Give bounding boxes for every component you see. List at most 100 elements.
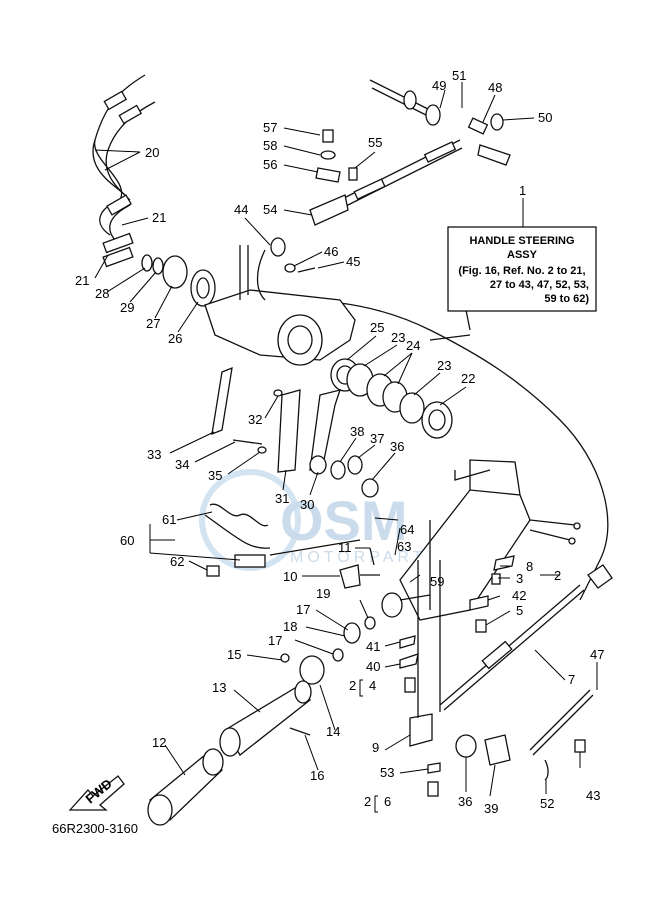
part-12-grip (147, 748, 224, 826)
shift-rod-assembly (339, 79, 511, 209)
part-57-bolt (322, 129, 334, 143)
label-47: 47 (590, 647, 604, 662)
part-labels: 1 20 21 21 28 29 27 26 57 58 56 55 54 44… (52, 68, 604, 836)
label-60: 60 (120, 533, 134, 548)
label-42: 42 (512, 588, 526, 603)
label-3: 3 (516, 571, 523, 586)
svg-text:OSM: OSM (280, 489, 408, 552)
part-56-clamp (315, 167, 341, 183)
part-40 (399, 653, 419, 669)
part-39 (484, 734, 511, 766)
label-57: 57 (263, 120, 277, 135)
label-4: 4 (369, 678, 376, 693)
part-38 (330, 460, 346, 480)
label-44: 44 (234, 202, 248, 217)
label-2a: 2 (554, 568, 561, 583)
part-19 (364, 616, 376, 630)
label-17b: 17 (268, 633, 282, 648)
part-60-switch (234, 554, 266, 568)
label-53: 53 (380, 765, 394, 780)
label-45: 45 (346, 254, 360, 269)
label-31: 31 (275, 491, 289, 506)
label-8: 8 (526, 559, 533, 574)
label-30: 30 (300, 497, 314, 512)
part-11-pin (369, 547, 375, 566)
part-5-bolt (475, 619, 487, 633)
part-33-arm (211, 366, 233, 436)
part-4-bolt (404, 677, 416, 693)
part-36-lower (455, 734, 477, 758)
assy-box: HANDLE STEERING ASSY (Fig. 16, Ref. No. … (447, 198, 597, 312)
part-14-sleeve (299, 655, 325, 685)
label-51: 51 (452, 68, 466, 83)
label-37: 37 (370, 431, 384, 446)
part-17 (332, 648, 344, 662)
label-19: 19 (316, 586, 330, 601)
label-5: 5 (516, 603, 523, 618)
part-7-cable (439, 584, 585, 711)
bracket-upper (204, 245, 356, 366)
label-55: 55 (368, 135, 382, 150)
label-9: 9 (372, 740, 379, 755)
part-44-cap (270, 237, 286, 257)
label-38: 38 (350, 424, 364, 439)
label-bracket-2b: 2 (364, 794, 371, 809)
label-64: 64 (400, 522, 414, 537)
part-13-throttle-grip (219, 680, 312, 757)
part-32-screw (273, 389, 283, 397)
bracket-mark-a (359, 679, 363, 697)
label-61: 61 (162, 512, 176, 527)
label-59: 59 (430, 574, 444, 589)
label-24: 24 (406, 338, 420, 353)
label-54: 54 (263, 202, 277, 217)
label-25: 25 (370, 320, 384, 335)
label-32: 32 (248, 412, 262, 427)
leader-lines (94, 82, 598, 797)
label-43: 43 (586, 788, 600, 803)
label-48: 48 (488, 80, 502, 95)
part-9-bracket (409, 713, 433, 747)
part-3-bolt (491, 573, 501, 585)
part-34-bolt (232, 439, 263, 445)
label-50: 50 (538, 110, 552, 125)
box-note-2: 27 to 43, 47, 52, 53, (490, 279, 589, 291)
label-23b: 23 (437, 358, 451, 373)
label-20: 20 (145, 145, 159, 160)
label-14: 14 (326, 724, 340, 739)
part-35-washer (257, 446, 267, 454)
label-49: 49 (432, 78, 446, 93)
part-29 (152, 257, 164, 275)
label-23a: 23 (391, 330, 405, 345)
label-33: 33 (147, 447, 161, 462)
watermark-text: MOTORPARTS (290, 549, 441, 566)
throttle-cable-assembly (92, 74, 156, 268)
label-46: 46 (324, 244, 338, 259)
label-62: 62 (170, 554, 184, 569)
label-35: 35 (208, 468, 222, 483)
box-note-3: 59 to 62) (544, 293, 589, 305)
label-6: 6 (384, 794, 391, 809)
part-26-seal (190, 269, 216, 307)
label-1: 1 (519, 183, 526, 198)
part-6-bolt (427, 781, 439, 797)
part-42 (469, 595, 489, 611)
part-52-clip (544, 759, 549, 781)
label-36b: 36 (458, 794, 472, 809)
part-62-cap (206, 565, 220, 577)
diagram-code: 66R2300-3160 (52, 821, 138, 836)
label-29: 29 (120, 300, 134, 315)
part-47-cable (529, 689, 594, 756)
part-27-grommet (162, 255, 188, 289)
box-title-2: ASSY (507, 249, 538, 261)
part-58-washer (320, 150, 336, 160)
label-39: 39 (484, 801, 498, 816)
label-27: 27 (146, 316, 160, 331)
label-18: 18 (283, 619, 297, 634)
part-28 (141, 254, 153, 272)
part-23-washer-b (399, 392, 425, 424)
label-40: 40 (366, 659, 380, 674)
part-53 (427, 762, 441, 774)
part-61-lanyard (209, 503, 269, 527)
label-7: 7 (568, 672, 575, 687)
